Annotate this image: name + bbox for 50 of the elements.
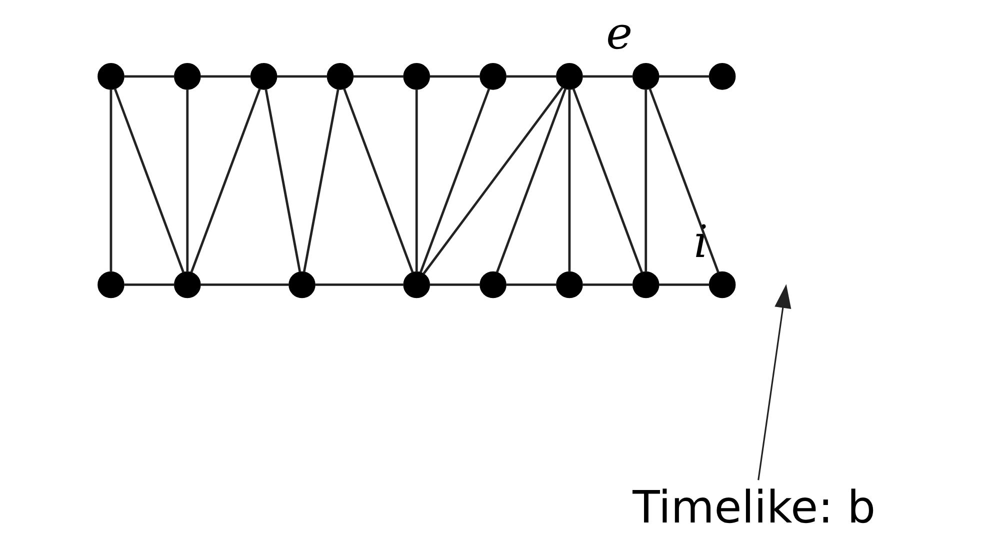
connector xyxy=(422,86,563,274)
connector xyxy=(276,75,327,78)
connector xyxy=(429,284,480,286)
connector xyxy=(264,88,301,272)
connector xyxy=(582,284,633,286)
connector xyxy=(658,75,709,78)
node-circle xyxy=(632,271,659,298)
node-text: Timelike: b xyxy=(632,481,876,534)
node-circle xyxy=(326,63,354,90)
connector xyxy=(352,75,404,78)
connector xyxy=(200,75,250,78)
arrow xyxy=(757,284,791,480)
connector xyxy=(495,88,566,273)
node-label: e xyxy=(606,8,632,60)
connector xyxy=(418,88,490,273)
node-circle xyxy=(708,271,736,298)
connector xyxy=(414,89,418,272)
node-circle xyxy=(479,63,506,90)
node-circle xyxy=(402,271,430,298)
node-circle xyxy=(402,63,430,90)
node-circle xyxy=(173,63,200,90)
connector xyxy=(568,89,570,272)
connector xyxy=(658,284,709,286)
node-circle xyxy=(479,271,506,298)
connector xyxy=(190,88,261,273)
node-circle xyxy=(250,63,277,90)
connector xyxy=(314,284,404,286)
connector xyxy=(644,89,647,272)
connector xyxy=(124,284,174,286)
connector xyxy=(506,284,556,286)
connector xyxy=(506,75,556,78)
node-circle xyxy=(556,63,582,90)
connector xyxy=(342,88,414,273)
connector xyxy=(124,75,174,78)
node-circle xyxy=(708,63,736,90)
node-circle xyxy=(173,271,200,298)
connector xyxy=(186,89,188,272)
connector xyxy=(572,88,642,273)
connector xyxy=(113,88,184,273)
node-circle xyxy=(97,63,124,90)
node-circle xyxy=(288,271,315,298)
connector xyxy=(582,75,633,78)
connector xyxy=(302,88,339,272)
node-circle xyxy=(556,271,582,298)
connector xyxy=(109,89,112,272)
connector xyxy=(429,75,480,78)
node-circle xyxy=(97,271,124,298)
connector xyxy=(648,88,719,273)
node-circle xyxy=(632,63,659,90)
connector xyxy=(200,284,289,286)
